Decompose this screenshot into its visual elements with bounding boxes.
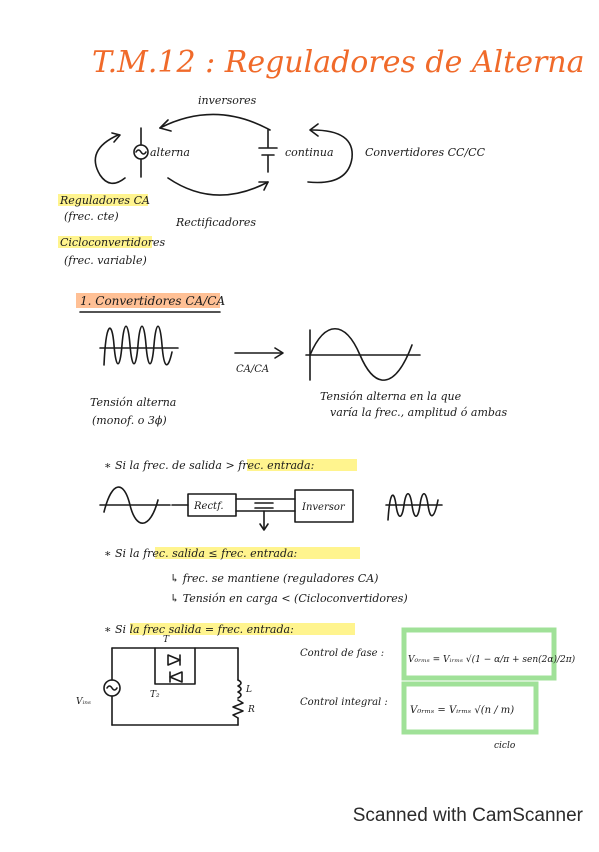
- highlight-case-a: [247, 459, 357, 471]
- label-r: R: [247, 705, 255, 715]
- input-caption-2: (monof. o 3ϕ): [92, 414, 167, 427]
- case-b-line-1: ↳ frec. se mantiene (reguladores CA): [170, 572, 378, 585]
- rectifier-block: [187, 493, 237, 517]
- formula-2: V₀ᵣₘₛ = Vᵢᵣₘₛ √(n / m): [410, 705, 514, 716]
- page-title: T.M.12 : Reguladores de Alterna: [92, 45, 585, 80]
- section1-heading: 1. Convertidores CA/CA: [80, 294, 225, 308]
- ac-sine-icon: [135, 149, 147, 155]
- frec-variable-label: (frec. variable): [64, 254, 147, 267]
- case-c-bullet: ∗ Si la frec salida = frec. entrada:: [104, 623, 294, 636]
- highlight-case-c: [130, 623, 355, 635]
- highlight-case-b: [155, 547, 360, 559]
- output-wave: [309, 327, 413, 381]
- inverter-block: [294, 489, 354, 523]
- inversores-label: inversores: [198, 94, 257, 107]
- caca-arrowhead: [274, 347, 284, 359]
- case-a-output-wave: [387, 492, 439, 521]
- left-loop-arrowhead: [111, 132, 121, 143]
- rectifier-arrowhead: [258, 181, 269, 191]
- input-wave: [103, 325, 173, 366]
- thyristor-2-symbol: [169, 671, 183, 683]
- highlight-section1: [76, 293, 220, 308]
- formula-2-label: Control integral :: [300, 697, 388, 708]
- inverter-arrowhead: [159, 119, 172, 132]
- cc-cc-label: Convertidores CC/CC: [365, 146, 486, 159]
- case-b-line-2: ↳ Tensión en carga < (Cicloconvertidores…: [170, 592, 408, 605]
- input-caption-1: Tensión alterna: [90, 396, 176, 409]
- label-t2: T₂: [150, 690, 160, 700]
- reguladores-ca-label: Reguladores CA: [59, 194, 150, 207]
- green-box-formula-2: [401, 681, 539, 735]
- label-l: L: [245, 685, 252, 695]
- dc-ground-arrow: [259, 523, 269, 531]
- ac-regulator-circuit: T T₂ L R Vᵢₙₛ: [76, 635, 255, 726]
- case-a-bullet: ∗ Si la frec. de salida > frec. entrada:: [104, 459, 314, 472]
- continua-node: continua: [285, 146, 334, 159]
- rectifier-arrow: [167, 177, 269, 196]
- rectificadores-label: Rectificadores: [175, 216, 256, 229]
- green-box-formula-1: [401, 627, 557, 681]
- thyristor-1-symbol: [167, 654, 181, 666]
- label-t1: T: [163, 635, 170, 645]
- output-caption-1: Tensión alterna en la que: [320, 390, 462, 403]
- inverter-arrow: [159, 113, 271, 131]
- highlight-ciclo: [58, 236, 152, 248]
- output-caption-2: varía la frec., amplitud ó ambas: [330, 406, 507, 419]
- alterna-node: alterna: [150, 146, 190, 159]
- case-b-bullet: ∗ Si la frec. salida ≤ frec. entrada:: [104, 547, 297, 560]
- resistor-symbol: [232, 699, 244, 719]
- cicloconvertidores-label: Cicloconvertidores: [60, 236, 165, 249]
- caca-label: CA/CA: [236, 364, 269, 375]
- right-loop-arrow: [307, 129, 353, 184]
- inductor-symbol: [237, 679, 242, 699]
- formula-2-note: ciclo: [494, 741, 516, 751]
- circuit-sine-icon: [106, 685, 118, 691]
- frec-cte-label: (frec. cte): [64, 210, 119, 223]
- formula-1: V₀ᵣₘₛ = Vᵢᵣₘₛ √(1 − α/π + sen(2α)/2π): [408, 654, 576, 665]
- rectifier-block-label: Rectf.: [193, 501, 224, 512]
- left-loop-arrow: [94, 134, 126, 185]
- scanner-watermark: Scanned with CamScanner: [352, 805, 583, 826]
- right-loop-arrowhead: [309, 123, 319, 137]
- formula-1-label: Control de fase :: [300, 648, 384, 659]
- highlight-reguladores: [58, 194, 148, 206]
- label-vin: Vᵢₙₛ: [76, 697, 91, 707]
- inverter-block-label: Inversor: [301, 502, 346, 513]
- thyristor-pair: [154, 647, 196, 685]
